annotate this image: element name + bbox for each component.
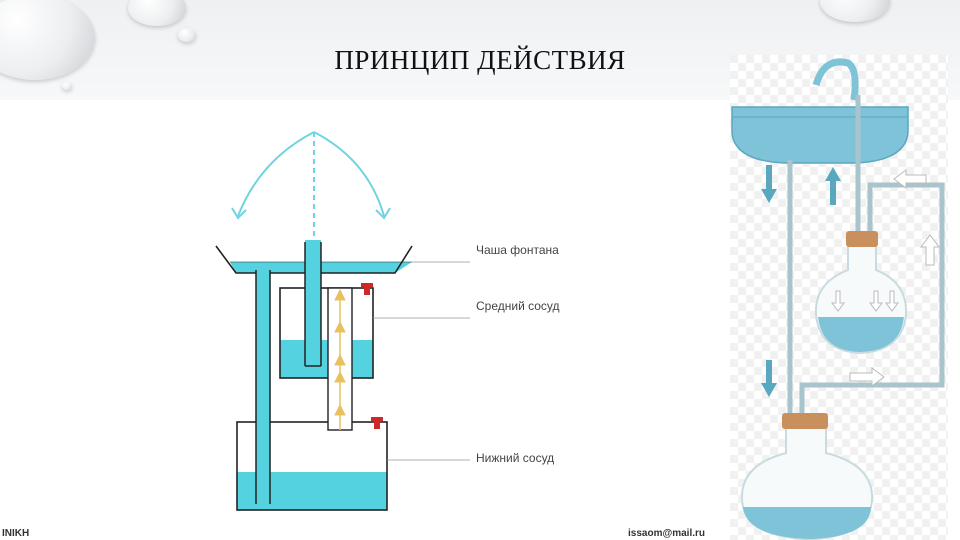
water-jet: [812, 58, 859, 101]
leader-lines: [373, 261, 470, 461]
cork: [782, 413, 828, 429]
label-middle-vessel: Средний сосуд: [476, 299, 560, 313]
label-bowl: Чаша фонтана: [476, 243, 559, 257]
valve-middle: [361, 283, 373, 295]
footer-left: INIKH: [2, 528, 30, 539]
top-basin: [731, 106, 909, 164]
fountain-schematic: Чаша фонтана Средний сосуд Нижний сосуд: [215, 131, 560, 511]
valve-lower: [371, 417, 383, 429]
water-droplet: [62, 82, 72, 90]
upper-flask: [814, 231, 908, 355]
fountain-tube: [304, 240, 322, 367]
water-droplet: [178, 28, 196, 42]
air-flow-arrows: [334, 288, 346, 430]
label-lower-vessel: Нижний сосуд: [476, 451, 554, 465]
slide-title: ПРИНЦИП ДЕЙСТВИЯ: [334, 45, 626, 75]
middle-vessel: [279, 287, 374, 379]
cork: [846, 231, 878, 247]
drain-pipe: [255, 270, 271, 504]
footer-email: issaom@mail.ru: [628, 528, 706, 539]
fountain-spray-arrows: [231, 131, 391, 240]
fountain-illustration: [730, 55, 948, 540]
water-droplet: [820, 0, 890, 22]
lower-flask: [740, 413, 874, 540]
flow-arrows: [761, 165, 940, 397]
